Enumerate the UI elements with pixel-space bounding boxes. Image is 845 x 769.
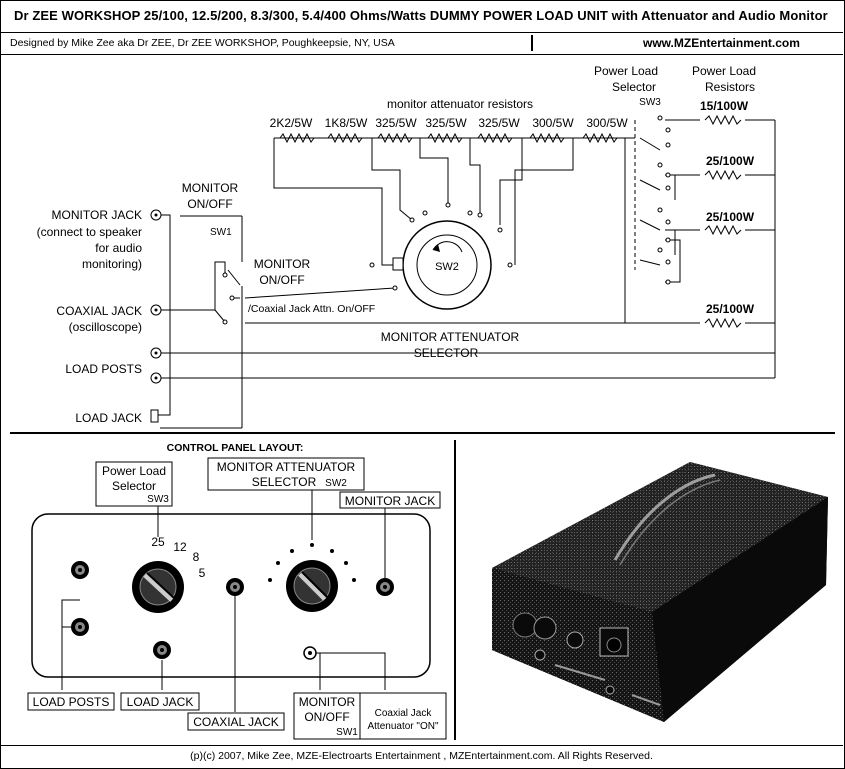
panel-power-selector-label-1: Power Load <box>102 464 166 478</box>
resistor-value-3: 325/5W <box>375 116 417 130</box>
panel-load-post-bottom[interactable] <box>71 618 89 636</box>
panel-attenuator-label-1: MONITOR ATTENUATOR <box>217 460 356 474</box>
power-selector-label-3: SW3 <box>639 97 661 108</box>
monitor-onoff-top-label-2: ON/OFF <box>187 197 232 211</box>
coax-attn-label: /Coaxial Jack Attn. On/OFF <box>248 303 375 315</box>
load-resistor-value-1: 15/100W <box>700 99 749 113</box>
panel-monitor-onoff-label-3: SW1 <box>336 727 358 738</box>
panel-load-posts-label: LOAD POSTS <box>33 695 110 709</box>
load-posts-label: LOAD POSTS <box>65 362 142 376</box>
selector-label-2: SELECTOR <box>414 346 479 360</box>
monitor-jack-note-2: for audio <box>95 241 142 255</box>
panel-power-selector-label-2: Selector <box>112 479 156 493</box>
enclosure-photo <box>492 462 828 722</box>
subtitle-divider <box>531 35 533 51</box>
panel-load-post-top[interactable] <box>71 561 89 579</box>
panel-outline <box>31 513 431 678</box>
resistor-value-2: 1K8/5W <box>325 116 368 130</box>
sw3-power-knob[interactable] <box>132 561 184 613</box>
panel-leader-lines <box>61 490 386 712</box>
footer-bar: (p)(c) 2007, Mike Zee, MZE-Electroarts E… <box>0 745 843 768</box>
sw2-label: SW2 <box>435 261 459 273</box>
coaxial-jack-note: (oscilloscope) <box>69 320 142 334</box>
sw1-label: SW1 <box>210 227 232 238</box>
website-text: www.MZEntertainment.com <box>643 36 800 50</box>
panel-label-boxes <box>27 457 447 740</box>
monitor-jack-note-3: monitoring) <box>82 257 142 271</box>
panel-coaxial-jack-label: COAXIAL JACK <box>193 715 279 729</box>
panel-power-selector-label-3: SW3 <box>147 494 169 505</box>
power-load-resistors <box>704 114 742 329</box>
panel-load-jack[interactable] <box>153 641 171 659</box>
monitor-jack-label: MONITOR JACK <box>52 208 142 222</box>
power-resistors-label-2: Resistors <box>705 80 755 94</box>
load-resistor-value-4: 25/100W <box>706 302 755 316</box>
resistor-value-6: 300/5W <box>532 116 574 130</box>
attenuator-resistors <box>279 132 618 144</box>
monitor-jack-note-1: (connect to speaker <box>37 225 142 239</box>
power-value-25: 25 <box>151 535 165 549</box>
panel-monitor-jack[interactable] <box>376 578 394 596</box>
panel-attenuator-label-2: SELECTOR <box>252 475 317 489</box>
panel-monitor-onoff-label-2: ON/OFF <box>304 710 349 724</box>
designer-credit: Designed by Mike Zee aka Dr ZEE, Dr ZEE … <box>10 37 395 49</box>
sw2-rotary-switch <box>392 220 492 310</box>
load-resistor-value-3: 25/100W <box>706 210 755 224</box>
power-value-5: 5 <box>199 566 206 580</box>
panel-monitor-onoff-label-1: MONITOR <box>299 695 356 709</box>
title-bar: Dr ZEE WORKSHOP 25/100, 12.5/200, 8.3/30… <box>0 0 843 33</box>
selector-label-1: MONITOR ATTENUATOR <box>381 330 520 344</box>
resistor-value-7: 300/5W <box>586 116 628 130</box>
sw3-contacts <box>222 115 671 325</box>
panel-coax-attenuator-label-1: Coaxial Jack <box>375 708 433 719</box>
panel-load-jack-label: LOAD JACK <box>127 695 194 709</box>
panel-attenuator-label-3: SW2 <box>325 478 347 489</box>
resistor-value-5: 325/5W <box>478 116 520 130</box>
power-value-12: 12 <box>173 540 187 554</box>
resistor-value-4: 325/5W <box>425 116 467 130</box>
coaxial-jack-label: COAXIAL JACK <box>56 304 142 318</box>
attenuator-resistors-label: monitor attenuator resistors <box>387 97 533 111</box>
panel-title: CONTROL PANEL LAYOUT: <box>167 442 304 454</box>
panel-sw1-toggle[interactable] <box>303 646 317 660</box>
copyright-text: (p)(c) 2007, Mike Zee, MZE-Electroarts E… <box>190 750 653 762</box>
power-resistors-label-1: Power Load <box>692 64 756 78</box>
monitor-onoff-mid-label: MONITOR <box>254 257 311 271</box>
schematic-jacks <box>150 209 162 423</box>
sw2-position-dots <box>268 543 356 582</box>
sw2-contacts <box>369 202 513 291</box>
power-selector-label-2: Selector <box>612 80 656 94</box>
page-title: Dr ZEE WORKSHOP 25/100, 12.5/200, 8.3/30… <box>14 8 828 23</box>
subtitle-bar: Designed by Mike Zee aka Dr ZEE, Dr ZEE … <box>0 33 843 55</box>
monitor-onoff-top-label: MONITOR <box>182 181 239 195</box>
panel-coaxial-jack[interactable] <box>226 578 244 596</box>
power-value-8: 8 <box>193 550 200 564</box>
resistor-value-1: 2K2/5W <box>270 116 313 130</box>
load-jack-label: LOAD JACK <box>75 411 142 425</box>
sw2-attenuator-knob[interactable] <box>286 560 338 612</box>
schematic-wiring <box>155 119 776 429</box>
panel-monitor-jack-label: MONITOR JACK <box>345 494 435 508</box>
power-selector-label-1: Power Load <box>594 64 658 78</box>
load-resistor-value-2: 25/100W <box>706 154 755 168</box>
monitor-onoff-mid-label-2: ON/OFF <box>259 273 304 287</box>
panel-coax-attenuator-label-2: Attenuator "ON" <box>367 721 438 732</box>
